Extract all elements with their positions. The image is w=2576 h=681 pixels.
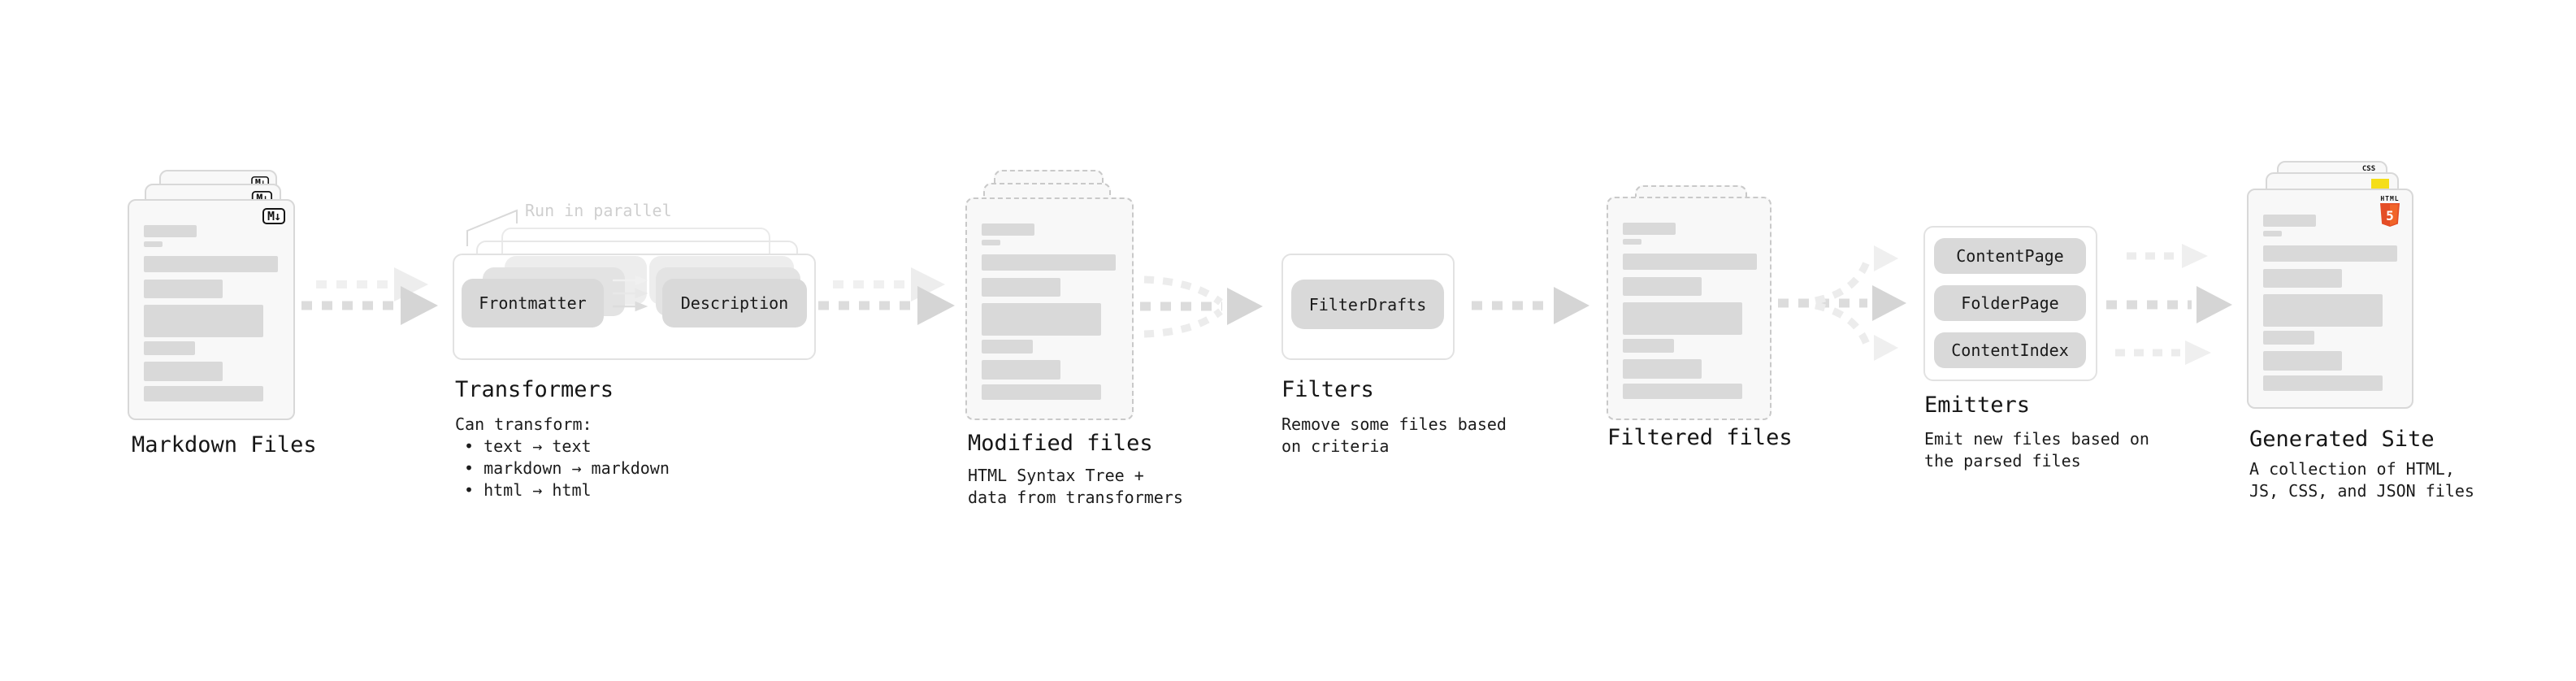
- text-line-placeholder: [144, 341, 195, 355]
- flow-arrow-transformers-to-modified: [818, 267, 955, 325]
- filters-notes: Remove some files based on criteria: [1281, 414, 1507, 458]
- document-card-front: [965, 197, 1134, 420]
- stage-label-emitters: Emitters: [1924, 393, 2031, 418]
- generated-site-notes: A collection of HTML, JS, CSS, and JSON …: [2249, 458, 2474, 502]
- notes-line: Emit new files based on: [1924, 429, 2149, 449]
- text-line-placeholder: [2263, 245, 2397, 262]
- text-line-placeholder: [144, 241, 163, 247]
- flow-arrow-emitters-to-generated: [2106, 244, 2232, 365]
- stage-label-markdown-files: Markdown Files: [132, 432, 317, 458]
- notes-line: Can transform:: [455, 414, 592, 434]
- stage-label-filtered-files: Filtered files: [1607, 425, 1793, 450]
- css-icon-label: CSS: [2361, 165, 2376, 173]
- markdown-icon: M↓: [262, 208, 285, 224]
- html5-shield: 5: [2380, 203, 2400, 227]
- text-line-placeholder: [2263, 231, 2282, 236]
- text-line-placeholder: [2263, 294, 2383, 327]
- transformer-chip-frontmatter: Frontmatter: [462, 279, 604, 327]
- text-line-placeholder: [1623, 254, 1757, 270]
- document-card-front: [1607, 197, 1772, 420]
- html5-icon: HTML 5: [2378, 195, 2402, 228]
- run-in-parallel-annotation: Run in parallel: [525, 201, 672, 220]
- text-line-placeholder: [2263, 375, 2383, 391]
- text-line-placeholder: [2263, 351, 2342, 371]
- notes-line: data from transformers: [968, 488, 1183, 507]
- text-line-placeholder: [982, 340, 1033, 354]
- notes-line: • text → text: [464, 436, 592, 456]
- document-card-front: M↓: [128, 199, 295, 420]
- emitters-notes: Emit new files based on the parsed files: [1924, 428, 2149, 472]
- stage-label-modified-files: Modified files: [968, 431, 1153, 456]
- text-line-placeholder: [982, 384, 1101, 400]
- text-line-placeholder: [1623, 239, 1641, 245]
- text-line-placeholder: [982, 223, 1034, 236]
- svg-text:5: 5: [2386, 208, 2394, 223]
- emitter-chip-contentpage: ContentPage: [1934, 238, 2086, 274]
- text-line-placeholder: [982, 254, 1116, 271]
- text-line-placeholder: [2263, 269, 2342, 288]
- text-line-placeholder: [982, 360, 1060, 380]
- text-line-placeholder: [144, 386, 263, 401]
- text-line-placeholder: [144, 305, 263, 337]
- parallel-arrows-icon: [613, 275, 648, 312]
- text-line-placeholder: [1623, 302, 1742, 335]
- text-line-placeholder: [1623, 384, 1742, 399]
- emitter-chip-folderpage: FolderPage: [1934, 285, 2086, 321]
- flow-arrow-modified-to-filters: [1140, 275, 1263, 338]
- text-line-placeholder: [1623, 339, 1674, 353]
- annotation-leader-line: [466, 209, 518, 246]
- text-line-placeholder: [982, 240, 1000, 245]
- modified-files-notes: HTML Syntax Tree + data from transformer…: [968, 465, 1183, 509]
- text-line-placeholder: [1623, 223, 1676, 235]
- text-line-placeholder: [144, 256, 278, 272]
- notes-line: the parsed files: [1924, 451, 2081, 471]
- notes-line: HTML Syntax Tree +: [968, 466, 1144, 485]
- text-line-placeholder: [2263, 215, 2316, 227]
- notes-line: • html → html: [464, 480, 592, 500]
- notes-line: Remove some files based: [1281, 414, 1507, 434]
- document-card-front: HTML 5: [2247, 189, 2413, 409]
- transformer-chip-description: Description: [662, 279, 807, 327]
- js-icon: [2371, 179, 2389, 189]
- text-line-placeholder: [144, 280, 223, 298]
- flow-arrow-filters-to-filtered: [1472, 287, 1589, 324]
- flow-arrow-markdown-to-transformers: [301, 267, 438, 325]
- notes-line: • markdown → markdown: [464, 458, 670, 478]
- stage-label-transformers: Transformers: [455, 377, 614, 402]
- text-line-placeholder: [144, 362, 223, 381]
- filter-chip-filterdrafts: FilterDrafts: [1291, 280, 1444, 329]
- notes-line: on criteria: [1281, 436, 1390, 456]
- text-line-placeholder: [982, 278, 1060, 297]
- notes-line: A collection of HTML,: [2249, 459, 2455, 479]
- text-line-placeholder: [1623, 359, 1702, 379]
- transformers-notes: Can transform: • text → text • markdown …: [455, 414, 670, 501]
- text-line-placeholder: [2263, 331, 2314, 345]
- text-line-placeholder: [982, 303, 1101, 336]
- text-line-placeholder: [1623, 277, 1702, 296]
- emitter-chip-contentindex: ContentIndex: [1934, 332, 2086, 368]
- html5-icon-word: HTML: [2380, 195, 2400, 202]
- stage-label-filters: Filters: [1281, 377, 1374, 402]
- notes-line: JS, CSS, and JSON files: [2249, 481, 2474, 501]
- stage-label-generated-site: Generated Site: [2249, 427, 2435, 452]
- text-line-placeholder: [144, 225, 197, 237]
- flow-arrow-filtered-to-emitters: [1778, 245, 1906, 361]
